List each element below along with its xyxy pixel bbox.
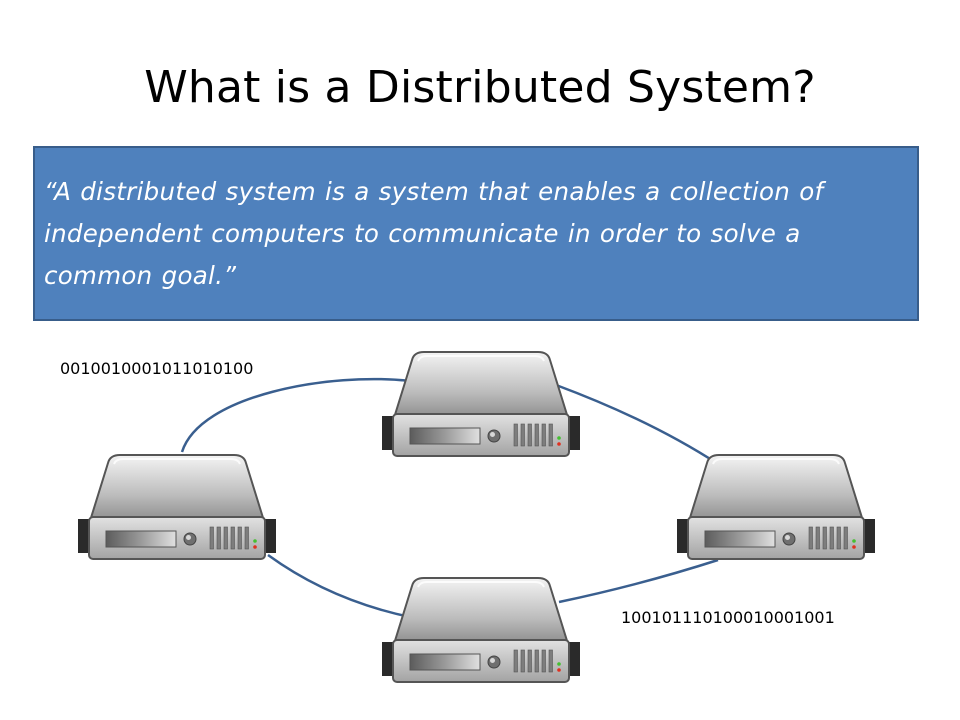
binary-label-bottom-right: 100101110100010001001 — [621, 608, 835, 627]
server-top — [381, 351, 581, 457]
server-right — [676, 454, 876, 560]
connection-lines — [180, 377, 719, 619]
link-top-left — [180, 377, 411, 453]
server-left — [77, 454, 277, 560]
server-icon — [381, 577, 581, 683]
link-top-right — [555, 383, 719, 466]
server-icon — [676, 454, 876, 560]
definition-text: “A distributed system is a system that e… — [44, 177, 824, 290]
slide-title: What is a Distributed System? — [144, 62, 816, 113]
binary-label-top-left: 0010010001011010100 — [60, 359, 254, 378]
server-bottom — [381, 577, 581, 683]
definition-box: “A distributed system is a system that e… — [33, 146, 919, 321]
link-right-bottom — [558, 558, 719, 604]
server-icon — [77, 454, 277, 560]
link-left-bottom — [267, 553, 411, 619]
server-icon — [381, 351, 581, 457]
